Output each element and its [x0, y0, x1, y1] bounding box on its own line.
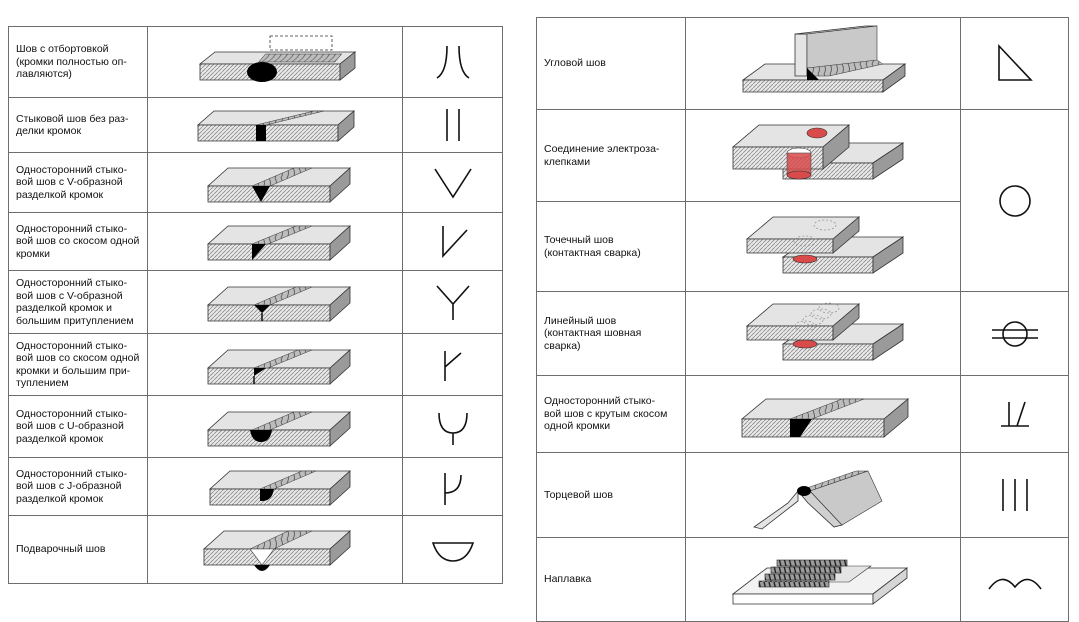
- edge-weld-illustration: [685, 452, 961, 538]
- bevel-groove-weld-illustration: [147, 212, 403, 271]
- bevel-root-face-symbol: [402, 333, 503, 396]
- circle-symbol: [960, 109, 1069, 292]
- flanged-weld-illustration: [147, 26, 403, 98]
- table-row: Угловой шов: [536, 17, 1069, 110]
- plug-weld-illustration: [685, 109, 961, 202]
- bevel-groove-symbol: [402, 212, 503, 271]
- surfacing-symbol: [960, 537, 1069, 622]
- fillet-weld-symbol: [960, 17, 1069, 110]
- weld-types-table-left: Шов с отбортовкой (кромки полностью оп- …: [8, 26, 503, 584]
- square-butt-weld-illustration: [147, 97, 403, 153]
- weld-type-label: Подварочный шов: [8, 515, 148, 584]
- weld-type-label: Наплавка: [536, 537, 686, 622]
- surfacing-illustration: [685, 537, 961, 622]
- table-row: Подварочный шов: [8, 515, 503, 584]
- flanged-weld-symbol: [402, 26, 503, 98]
- table-row: Односторонний стыко- вой шов с V-образно…: [8, 152, 503, 213]
- weld-type-label: Односторонний стыко- вой шов со скосом о…: [8, 212, 148, 271]
- u-groove-weld-illustration: [147, 395, 403, 458]
- weld-type-label: Односторонний стыко- вой шов со скосом о…: [8, 333, 148, 396]
- seam-weld-illustration: [685, 291, 961, 376]
- y-groove-weld-illustration: [147, 270, 403, 334]
- weld-type-label: Линейный шов (контактная шовная сварка): [536, 291, 686, 376]
- v-groove-symbol: [402, 152, 503, 213]
- table-row: Односторонний стыко- вой шов со скосом о…: [8, 333, 503, 396]
- fillet-weld-illustration: [685, 17, 961, 110]
- v-groove-weld-illustration: [147, 152, 403, 213]
- weld-type-label: Угловой шов: [536, 17, 686, 110]
- j-groove-weld-illustration: [147, 457, 403, 516]
- j-groove-symbol: [402, 457, 503, 516]
- table-row: Торцевой шов: [536, 452, 1069, 538]
- table-row: Односторонний стыко- вой шов с крутым ск…: [536, 375, 1069, 453]
- table-row: Точечный шов (контактная сварка): [536, 201, 1069, 292]
- table-row: Односторонний стыко- вой шов со скосом о…: [8, 212, 503, 271]
- weld-type-label: Односторонний стыко- вой шов с V-образно…: [8, 152, 148, 213]
- bevel-root-face-weld-illustration: [147, 333, 403, 396]
- weld-type-label: Односторонний стыко- вой шов с крутым ск…: [536, 375, 686, 453]
- table-row: Односторонний стыко- вой шов с J-образно…: [8, 457, 503, 516]
- edge-weld-symbol: [960, 452, 1069, 538]
- y-groove-symbol: [402, 270, 503, 334]
- square-butt-symbol: [402, 97, 503, 153]
- spot-weld-illustration: [685, 201, 961, 292]
- steep-bevel-symbol: [960, 375, 1069, 453]
- u-groove-symbol: [402, 395, 503, 458]
- weld-type-label: Односторонний стыко- вой шов с J-образно…: [8, 457, 148, 516]
- backing-weld-symbol: [402, 515, 503, 584]
- weld-type-label: Шов с отбортовкой (кромки полностью оп- …: [8, 26, 148, 98]
- table-row: Шов с отбортовкой (кромки полностью оп- …: [8, 26, 503, 98]
- weld-type-label: Односторонний стыко- вой шов с U-образно…: [8, 395, 148, 458]
- backing-weld-illustration: [147, 515, 403, 584]
- weld-type-label: Стыковой шов без раз- делки кромок: [8, 97, 148, 153]
- table-row: Односторонний стыко- вой шов с U-образно…: [8, 395, 503, 458]
- weld-type-label: Односторонний стыко- вой шов с V-образно…: [8, 270, 148, 334]
- steep-bevel-weld-illustration: [685, 375, 961, 453]
- weld-type-label: Соединение электроза- клепками: [536, 109, 686, 202]
- table-row: Стыковой шов без раз- делки кромок: [8, 97, 503, 153]
- table-row: Соединение электроза- клепками: [536, 109, 1069, 292]
- weld-type-label: Торцевой шов: [536, 452, 686, 538]
- seam-weld-symbol: [960, 291, 1069, 376]
- table-row: Односторонний стыко- вой шов с V-образно…: [8, 270, 503, 334]
- weld-type-label: Точечный шов (контактная сварка): [536, 201, 686, 292]
- table-row: Наплавка: [536, 537, 1069, 622]
- table-row: Линейный шов (контактная шовная сварка): [536, 291, 1069, 376]
- weld-types-table-right: Угловой шов Соединение электроза- клепка…: [536, 17, 1069, 622]
